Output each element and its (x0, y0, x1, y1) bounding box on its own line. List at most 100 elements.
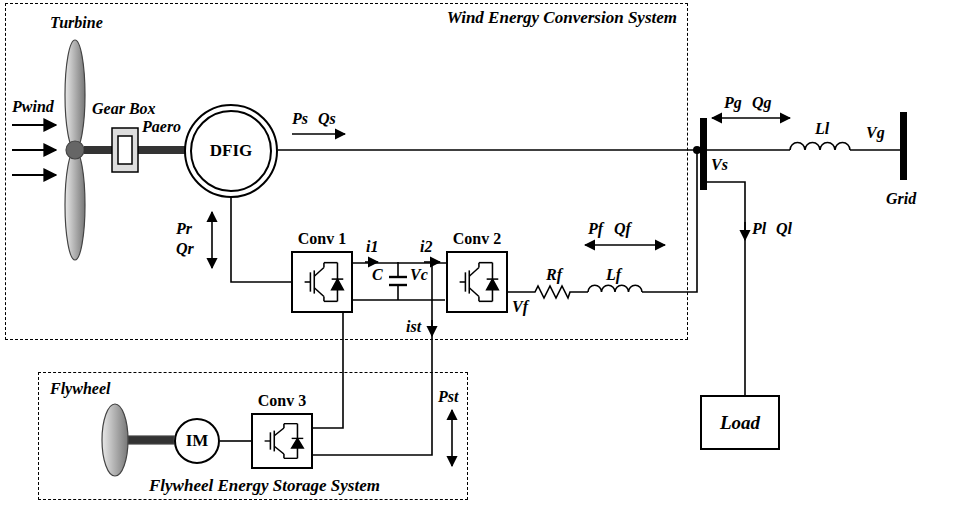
signal-label: Grid (886, 190, 916, 208)
signal-label: Ql (776, 220, 792, 238)
node-label: Conv 1 (298, 230, 346, 248)
igbt-symbol (314, 268, 324, 277)
junction-dot (693, 146, 701, 154)
signal-label: ist (406, 318, 421, 336)
motor-circle: IM (173, 417, 221, 465)
gear-box (118, 136, 132, 164)
igbt-symbol (265, 424, 304, 459)
igbt-symbol (274, 446, 284, 454)
igbt-symbol (469, 268, 479, 277)
igbt-symbol (492, 290, 494, 302)
bus-bars (900, 112, 907, 180)
flywheel-disk (102, 404, 174, 476)
signal-label: Qg (752, 94, 772, 112)
ac-wiring (278, 143, 900, 395)
signal-label: Gear Box (92, 100, 156, 118)
signal-label: Qr (176, 240, 194, 258)
power-arrows (292, 133, 345, 135)
igbt-symbol (479, 262, 493, 264)
igbt-symbol (469, 288, 479, 297)
wind-arrows (12, 125, 56, 175)
junction-dot (693, 146, 701, 154)
igbt-symbol (324, 301, 338, 303)
dc-link (397, 285, 399, 300)
bus-bars (700, 112, 907, 190)
signal-label: Paero (142, 118, 181, 136)
power-arrows (451, 410, 453, 466)
wind-arrows (12, 174, 56, 176)
igbt-symbol (284, 423, 298, 424)
signal-label: i1 (366, 238, 378, 256)
turbine-rotor (65, 40, 85, 260)
signal-label: Pwind (12, 98, 54, 116)
signal-label: Vf (512, 298, 528, 316)
igbt-symbol (468, 270, 470, 293)
bus-bars (700, 118, 707, 190)
turbine-rotor (65, 40, 85, 150)
igbt-symbol (293, 253, 351, 311)
signal-label: Turbine (50, 14, 103, 32)
signal-label: Pst (438, 388, 458, 406)
igbt-symbol (460, 281, 466, 283)
igbt-symbol (305, 281, 311, 283)
dc-link (397, 262, 399, 277)
wire-connector (313, 313, 343, 428)
signal-label: Qf (614, 220, 631, 238)
signal-label: Pg (724, 94, 742, 112)
igbt-symbol (460, 263, 499, 302)
wire-connector (231, 197, 291, 282)
power-arrows (585, 244, 665, 246)
ac-wiring (850, 149, 900, 151)
igbt-symbol (274, 428, 284, 436)
flywheel-disk (102, 404, 128, 476)
drive-shaft (138, 146, 186, 154)
converter-box: Conv 2 (446, 251, 508, 313)
igbt-symbol (284, 458, 298, 459)
node-label: IM (186, 431, 209, 451)
diode-symbol (487, 279, 499, 290)
signal-label: Pl (752, 220, 766, 238)
igbt-symbol (253, 415, 311, 467)
circle-outline (185, 105, 277, 197)
signal-label: Vs (711, 156, 728, 174)
igbt-symbol (273, 431, 275, 452)
igbt-symbol (492, 263, 494, 279)
igbt-symbol (465, 272, 467, 291)
ac-wiring (642, 150, 697, 292)
igbt-symbol (314, 288, 324, 297)
converter-box: Conv 3 (251, 413, 313, 469)
igbt-symbol (448, 253, 506, 311)
drive-shaft (84, 146, 112, 154)
power-arrows (211, 212, 213, 268)
system-region: Wind Energy Conversion SystemDFIG Conv 1 C… (5, 3, 688, 340)
igbt-symbol (324, 262, 338, 264)
ac-wiring (744, 222, 746, 240)
signal-label: Vg (866, 124, 885, 142)
region-title: Wind Energy Conversion System (447, 8, 677, 28)
region-title: Flywheel Energy Storage System (149, 476, 380, 496)
node-label: Load (720, 412, 760, 434)
signal-label: Vc (410, 266, 428, 284)
circle-outline (175, 419, 219, 463)
igbt-symbol (297, 424, 299, 439)
node-label: DFIG (210, 141, 253, 161)
igbt-symbol (313, 270, 315, 293)
turbine-rotor (66, 141, 84, 159)
flywheel-disk (128, 436, 174, 444)
signal-label: Lf (606, 266, 621, 284)
ac-wiring (507, 286, 588, 298)
ac-wiring (790, 143, 850, 150)
igbt-symbol (270, 432, 272, 449)
wind-arrows (12, 149, 56, 151)
ac-wiring (588, 285, 642, 292)
dc-link (389, 276, 407, 278)
igbt-symbol (265, 440, 271, 441)
signal-label: Flywheel (50, 380, 110, 398)
turbine-rotor (65, 150, 85, 260)
node-label: Conv 3 (258, 392, 306, 410)
igbt-symbol (305, 263, 344, 302)
signal-label: Pf (588, 220, 603, 238)
wind-arrows (12, 124, 56, 126)
ac-wiring (707, 149, 790, 151)
igbt-symbol (310, 272, 312, 291)
